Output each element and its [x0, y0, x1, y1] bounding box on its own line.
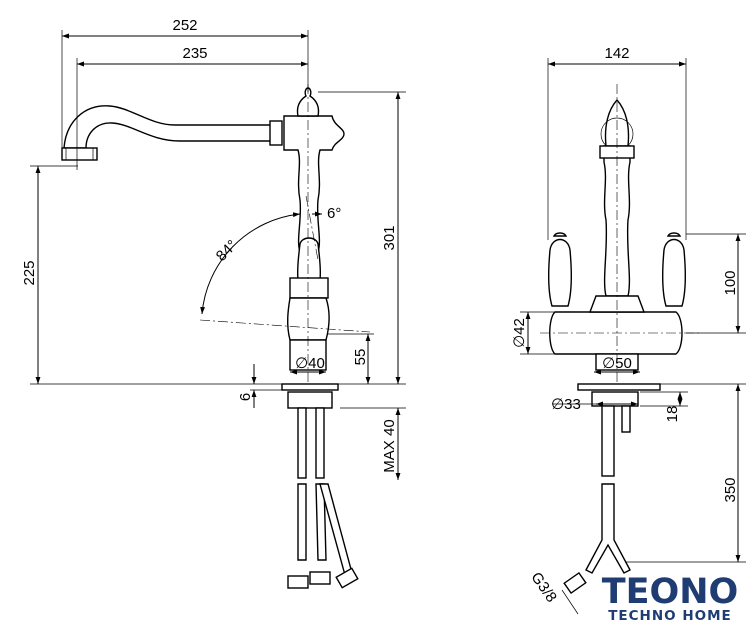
- dim-max-40: MAX 40: [381, 419, 398, 472]
- hose-fitting-1: [287, 575, 309, 589]
- body-dome: [287, 297, 330, 341]
- logo-name: TEONO: [602, 572, 739, 612]
- dim-55: 55: [352, 349, 369, 366]
- dim-350: 350: [722, 477, 739, 502]
- front-hose: [601, 405, 615, 477]
- dim-18: 18: [664, 406, 681, 423]
- hose-right: [315, 407, 325, 479]
- dim-252: 252: [172, 17, 197, 34]
- swivel-arc: [200, 212, 301, 315]
- spout-collar: [269, 120, 283, 146]
- hose-left-lower: [297, 483, 307, 561]
- front-base-plate: [577, 383, 661, 391]
- side-view: 252 235 225 301 84° 6° ∅40 55 6 MAX 40: [21, 17, 406, 589]
- handle-right: [661, 238, 687, 307]
- dim-100: 100: [722, 270, 739, 295]
- aerator: [61, 147, 98, 161]
- mount-nut: [287, 391, 333, 409]
- front-stud: [621, 405, 631, 433]
- front-hose-fitting: [563, 571, 587, 595]
- dim-6-deg: 6°: [327, 205, 341, 222]
- dim-142: 142: [604, 45, 629, 62]
- dim-84-deg: 84°: [213, 237, 241, 265]
- handle-left: [547, 238, 573, 307]
- tilt-centerline: [305, 195, 319, 261]
- tap-column: [283, 115, 345, 253]
- hose-fitting-3: [335, 567, 359, 589]
- teono-logo: TEONO TECHNO HOME: [602, 572, 739, 624]
- lever-centerline: [199, 319, 371, 333]
- front-view: 142 100 ∅42 ∅50 ∅33 18 350 G3/8: [511, 45, 746, 615]
- spout: [63, 105, 277, 149]
- dim-diameter-42: ∅42: [511, 318, 528, 348]
- dim-thread-g38: G3/8: [527, 569, 560, 605]
- front-hose-split: [585, 483, 631, 574]
- hose-fitting-2: [309, 571, 331, 585]
- dim-301: 301: [381, 225, 398, 250]
- body-neck: [289, 277, 329, 299]
- logo-tagline: TECHNO HOME: [608, 608, 732, 624]
- dim-225: 225: [21, 260, 38, 285]
- dim-235: 235: [182, 45, 207, 62]
- dim-diameter-33: ∅33: [551, 396, 581, 413]
- dim-6: 6: [237, 393, 254, 401]
- base-plate: [281, 383, 339, 391]
- dim-diameter-40: ∅40: [295, 355, 325, 372]
- dim-diameter-50: ∅50: [602, 355, 632, 372]
- hose-left: [297, 407, 307, 479]
